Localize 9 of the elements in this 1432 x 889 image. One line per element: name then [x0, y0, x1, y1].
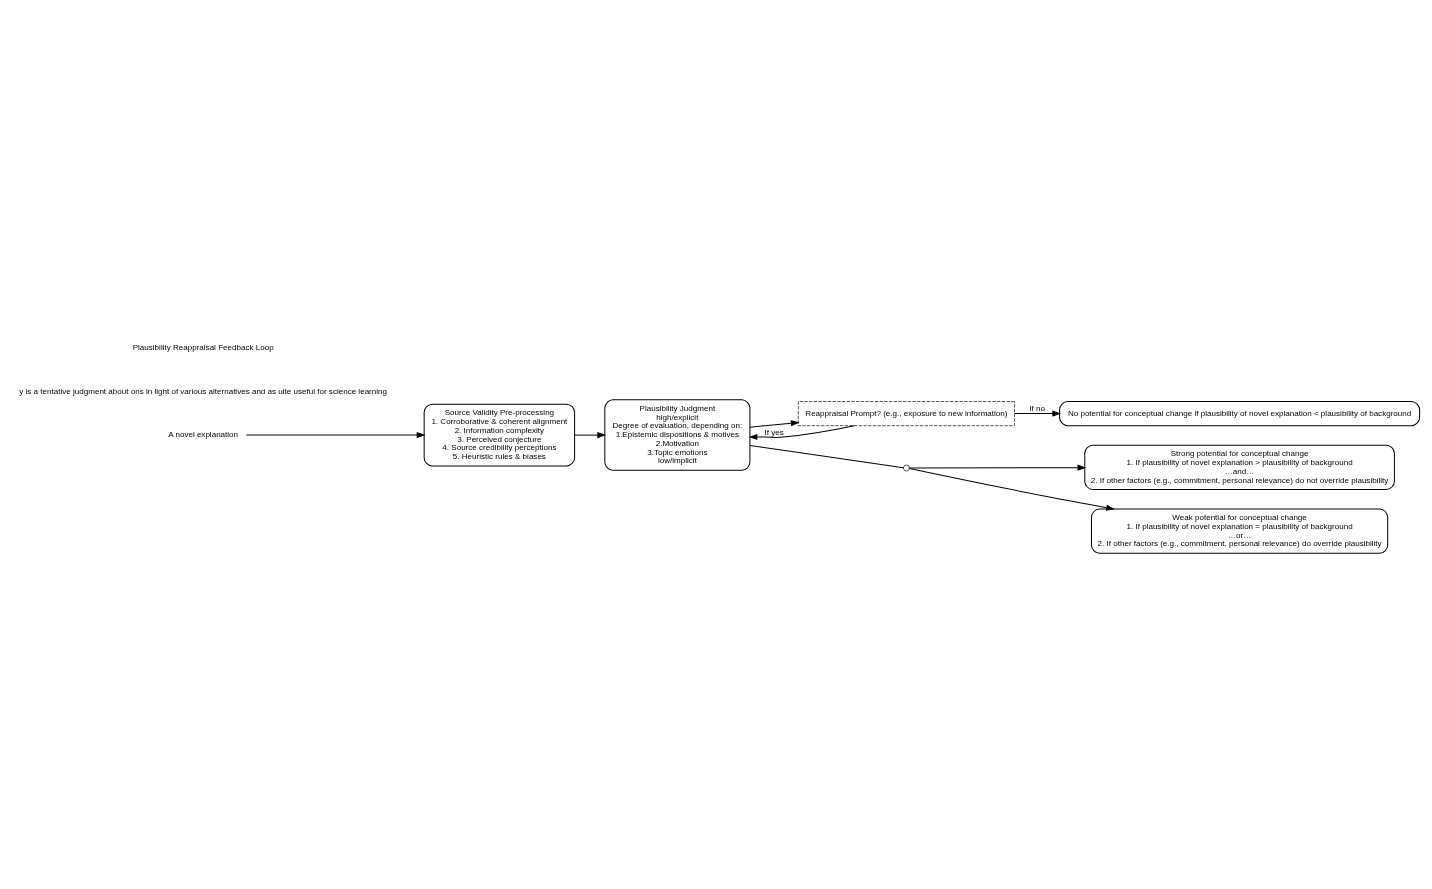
arrow [574, 432, 607, 439]
arrow [748, 425, 855, 441]
arrow [749, 420, 800, 428]
arrow [245, 432, 426, 439]
node-circle [903, 464, 910, 472]
arrow [909, 464, 1087, 471]
arrow [1014, 410, 1062, 417]
arrow [908, 468, 1115, 511]
connector [749, 445, 904, 469]
